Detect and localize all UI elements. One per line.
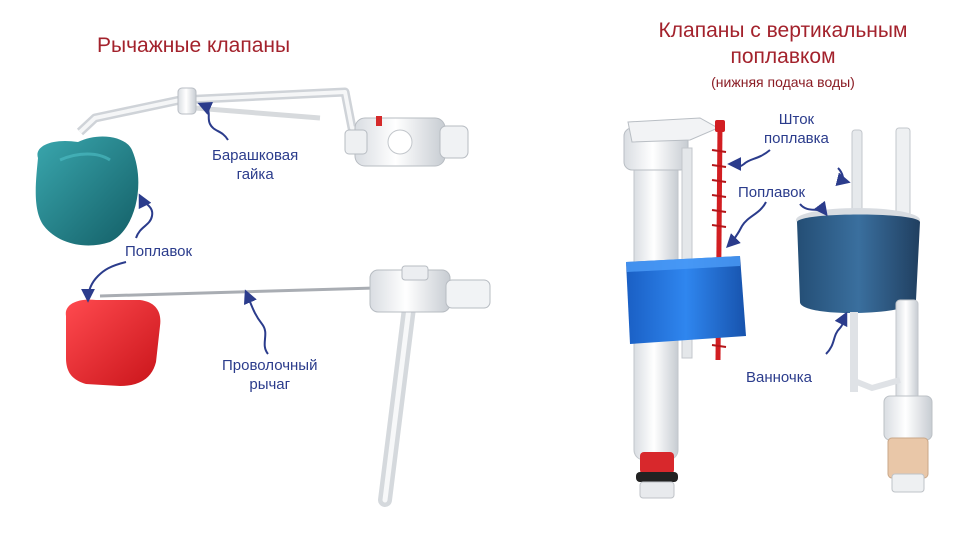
- label-float-left: Поплавок: [125, 243, 193, 260]
- left-title: Рычажные клапаны: [97, 34, 291, 57]
- wire-lever-valve-red: [65, 265, 491, 507]
- label-wing-nut-line2: гайка: [236, 166, 274, 183]
- pointer-arrows: [81, 101, 851, 355]
- arrow-rod-right: [835, 167, 851, 187]
- arrow-teal-float: [135, 193, 154, 239]
- label-rod-line2: поплавка: [764, 130, 829, 147]
- right-title-line1: Клапаны с вертикальным: [658, 19, 908, 42]
- label-rod-line1: Шток: [778, 111, 815, 128]
- right-title: Клапаны с вертикальным поплавком: [638, 18, 928, 70]
- arrow-tray: [825, 311, 848, 355]
- label-float-right: Поплавок: [738, 184, 806, 201]
- arrow-wing-nut: [197, 101, 229, 141]
- arrow-float-right: [799, 200, 828, 217]
- label-wing-nut: Барашковая гайка: [212, 146, 298, 184]
- lever-valve-teal: [35, 87, 469, 246]
- arrow-red-float: [81, 261, 127, 303]
- label-wire-lever-line1: Проволочный: [222, 357, 318, 374]
- arrow-rod: [727, 149, 771, 172]
- label-rod: Шток поплавка: [764, 110, 829, 148]
- label-tray: Ванночка: [746, 369, 812, 386]
- vertical-float-valve-darkblue: [796, 127, 933, 493]
- right-subtitle: (нижняя подача воды): [711, 74, 855, 90]
- label-wire-lever-line2: рычаг: [249, 376, 291, 393]
- vertical-float-valve-blue: [623, 117, 746, 499]
- arrow-float-right-to-left: [726, 201, 767, 248]
- right-title-line2: поплавком: [730, 45, 836, 68]
- label-wing-nut-line1: Барашковая: [212, 147, 299, 164]
- arrow-wire-lever: [243, 289, 269, 355]
- label-wire-lever: Проволочный рычаг: [222, 356, 317, 394]
